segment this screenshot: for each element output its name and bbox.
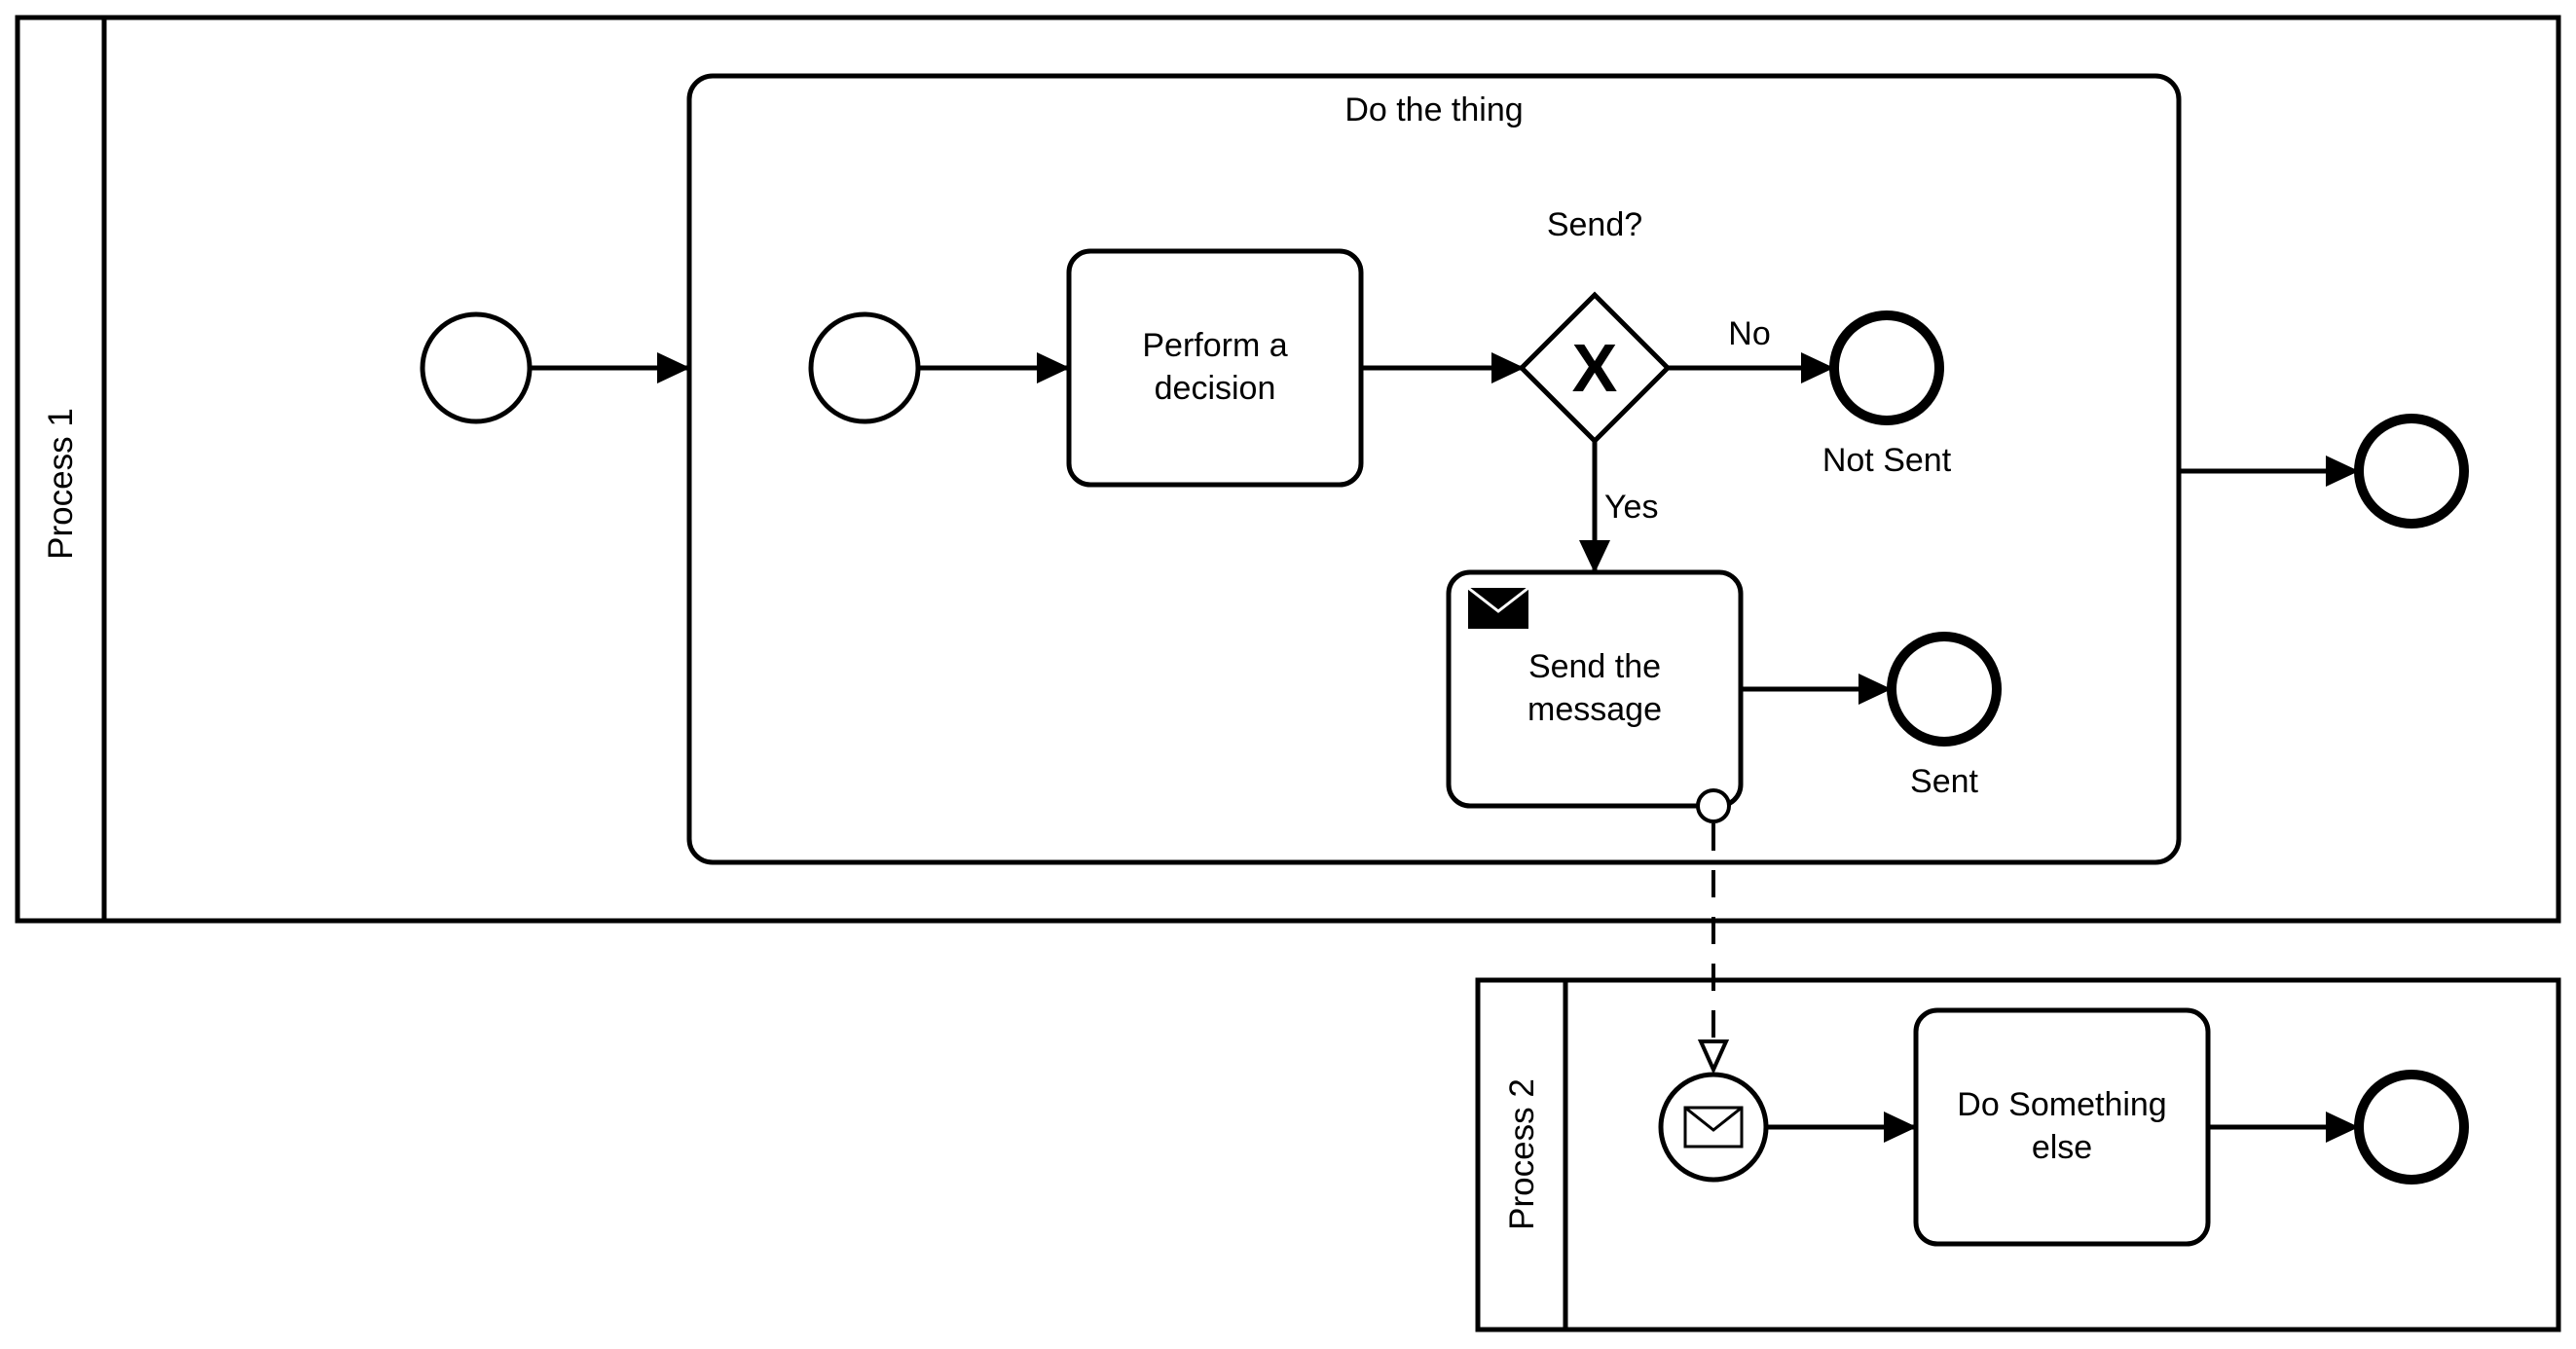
subprocess-label: Do the thing [1344, 91, 1523, 128]
exclusive-gateway[interactable]: X [1518, 291, 1672, 445]
subprocess-start-event[interactable] [808, 311, 921, 424]
task-perform-decision-line1: Perform a [1142, 327, 1287, 364]
task-do-something-else[interactable]: Do Something else [1913, 1007, 2211, 1247]
end-event-not-sent-label: Not Sent [1822, 442, 1952, 479]
pool-label-process-2: Process 2 [1503, 1078, 1541, 1230]
task-do-something-else-line1: Do Something [1957, 1086, 2166, 1123]
pool-label-process-1: Process 1 [42, 408, 80, 560]
start-event[interactable] [420, 311, 533, 424]
filled-envelope-icon [1467, 586, 1529, 629]
task-perform-decision-line2: decision [1155, 370, 1276, 407]
end-event-sent-label: Sent [1910, 763, 1978, 800]
task-send-message[interactable]: Send the message [1446, 569, 1744, 809]
boundary-event-icon[interactable] [1696, 788, 1731, 823]
end-event-process-1[interactable] [2354, 414, 2469, 529]
message-flow[interactable] [1697, 823, 1730, 1075]
gateway-x-marker: X [1572, 330, 1618, 406]
envelope-icon [1683, 1106, 1744, 1148]
end-event-sent[interactable] [1887, 632, 2002, 747]
end-event-process-2[interactable] [2354, 1070, 2469, 1185]
flow-label-no: No [1728, 315, 1770, 352]
task-do-something-else-line2: else [2032, 1129, 2092, 1166]
task-send-message-line2: message [1527, 691, 1662, 728]
task-send-message-line1: Send the [1528, 648, 1661, 685]
flow-label-yes: Yes [1604, 489, 1658, 526]
task-perform-decision[interactable]: Perform a decision [1066, 248, 1364, 488]
end-event-not-sent[interactable] [1829, 310, 1944, 425]
gateway-label: Send? [1547, 206, 1642, 243]
message-start-event[interactable] [1658, 1072, 1769, 1183]
